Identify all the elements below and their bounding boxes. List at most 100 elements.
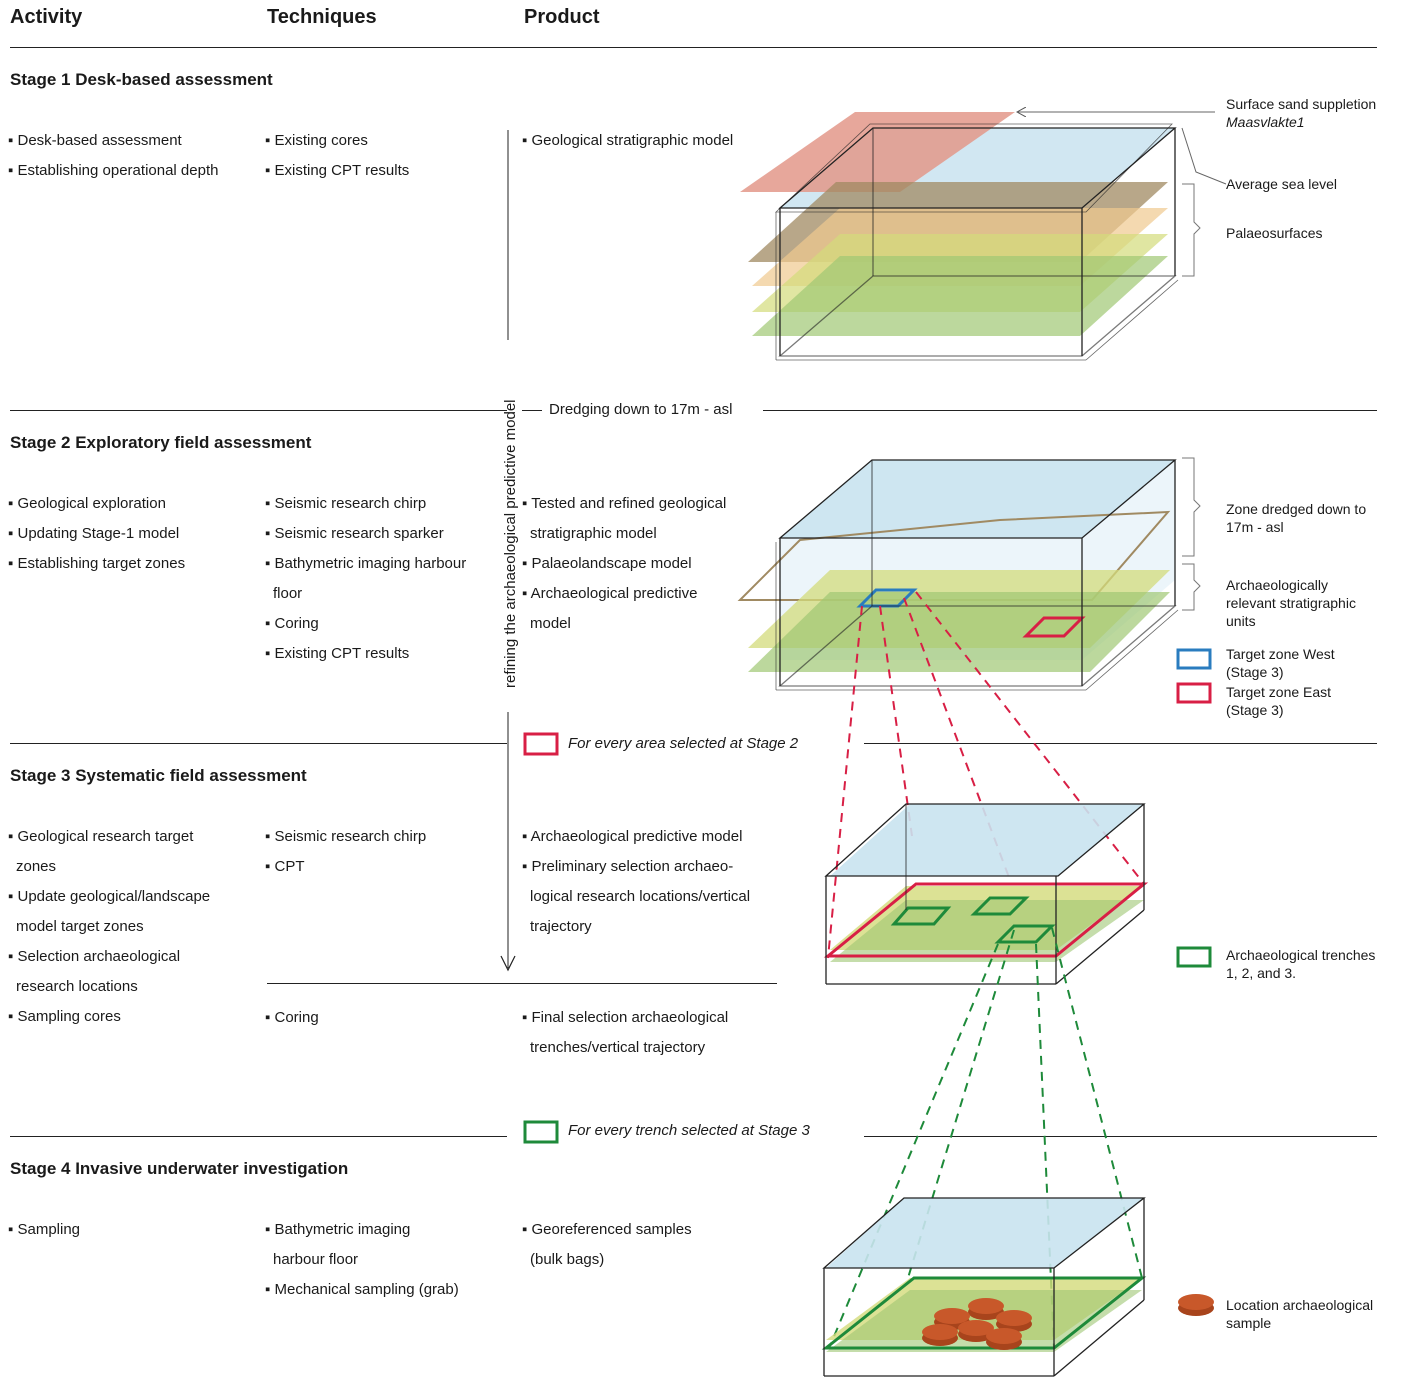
list-item: ▪ Seismic research sparker [265, 525, 444, 542]
stage1-product-list: ▪ Geological stratigraphic model [522, 126, 733, 156]
water-surface [826, 1198, 1144, 1268]
list-item: ▪ Mechanical sampling (grab) [265, 1281, 459, 1298]
divider-line [10, 743, 507, 744]
list-item: ▪ Seismic research chirp [265, 828, 427, 845]
water-surface [780, 460, 1175, 538]
divider-line [522, 410, 542, 411]
red-area-icon [523, 732, 559, 756]
legend-trenches: Archaeological trenches 1, 2, and 3. [1226, 947, 1376, 981]
sample-disc [996, 1310, 1032, 1332]
annot-zone-dredged: Zone dredged down to 17m - asl [1226, 501, 1367, 535]
list-item: model [530, 615, 571, 632]
sample-disc [922, 1324, 958, 1346]
pointer-sea-level [1181, 127, 1227, 185]
legend-blue-square-icon [1176, 648, 1212, 670]
trench-2 [970, 896, 1030, 916]
stage3-title: Stage 3 Systematic field assessment [10, 766, 307, 785]
legend-target-west: Target zone West (Stage 3) [1226, 646, 1335, 680]
list-item: ▪ Establishing target zones [8, 555, 186, 572]
list-item: trenches/vertical trajectory [530, 1039, 706, 1056]
stage2-title: Stage 2 Exploratory field assessment [10, 433, 312, 452]
list-item: ▪ Final selection archaeological [522, 1009, 729, 1026]
dredging-label: Dredging down to 17m - asl [549, 401, 733, 418]
list-item: ▪ Establishing operational depth [8, 162, 219, 179]
list-item: ▪ Existing CPT results [265, 162, 410, 179]
list-item: ▪ CPT [265, 858, 305, 875]
header-rule [10, 47, 1377, 48]
list-item: logical research locations/vertical [530, 888, 751, 905]
list-item: ▪ Tested and refined geological [522, 495, 727, 512]
block2-palaeolandscape-model [737, 459, 1179, 691]
every-area-label: For every area selected at Stage 2 [568, 735, 799, 752]
divider-line [864, 743, 1377, 744]
sample-disc [986, 1328, 1022, 1350]
sample-disc [968, 1298, 1004, 1320]
list-item: ▪ Palaeolandscape model [522, 555, 692, 572]
list-item: trajectory [530, 918, 592, 935]
sample-disc [958, 1320, 994, 1342]
stage4-activity-list: ▪ Sampling [8, 1215, 80, 1245]
divider-line [864, 1136, 1377, 1137]
list-item: ▪ Archaeological predictive model [522, 828, 743, 845]
stage3-sub-rule [267, 983, 777, 984]
list-item: ▪ Geological research target [8, 828, 194, 845]
brace-arch-units [1182, 563, 1201, 611]
list-item: stratigraphic model [530, 525, 657, 542]
stage4-product-list: ▪ Georeferenced samples (bulk bags) [522, 1215, 692, 1275]
legend-sample-disc-icon [1178, 1294, 1214, 1316]
list-item: ▪ Archaeological predictive [522, 585, 698, 602]
every-trench-label: For every trench selected at Stage 3 [568, 1122, 810, 1139]
trench-3 [994, 924, 1056, 944]
list-item: ▪ Georeferenced samples [522, 1221, 692, 1238]
divider-line [763, 410, 1377, 411]
list-item: ▪ Updating Stage-1 model [8, 525, 180, 542]
block1-stratigraphic-model [740, 112, 1179, 361]
stage3-activity-list: ▪ Geological research target zones ▪ Upd… [8, 822, 210, 1032]
header-techniques: Techniques [267, 6, 377, 28]
unit-green [830, 900, 1144, 962]
list-item: ▪ Bathymetric imaging [265, 1221, 411, 1238]
list-item: ▪ Coring [265, 615, 319, 632]
list-item: ▪ Bathymetric imaging harbour [265, 555, 467, 572]
list-item: (bulk bags) [530, 1251, 605, 1268]
annot-palaeosurfaces: Palaeosurfaces [1226, 225, 1323, 241]
legend-red-square-icon [1176, 682, 1212, 704]
stage3-techniques2-list: ▪ Coring [265, 1003, 319, 1033]
water-surface [830, 804, 1144, 876]
stage3-product2-list: ▪ Final selection archaeological trenche… [522, 1003, 728, 1063]
stage4-title: Stage 4 Invasive underwater investigatio… [10, 1159, 349, 1178]
list-item: ▪ Geological exploration [8, 495, 166, 512]
list-item: ▪ Existing CPT results [265, 645, 410, 662]
list-item: ▪ Sampling cores [8, 1008, 121, 1025]
annot-sea-level: Average sea level [1226, 176, 1338, 192]
legend-target-east: Target zone East (Stage 3) [1226, 684, 1332, 718]
block3-trench-selection [823, 803, 1149, 985]
list-item: ▪ Coring [265, 1009, 319, 1026]
list-item: ▪ Seismic research chirp [265, 495, 427, 512]
stage2-activity-list: ▪ Geological exploration ▪ Updating Stag… [8, 489, 185, 579]
annot-surface-sand: Surface sand suppletion [1226, 96, 1377, 112]
stage4-techniques-list: ▪ Bathymetric imaging harbour floor ▪ Me… [265, 1215, 459, 1305]
stage1-activity-list: ▪ Desk-based assessment ▪ Establishing o… [8, 126, 218, 186]
header-activity: Activity [10, 6, 83, 28]
legend-green-square-icon [1176, 946, 1212, 968]
brace-zone-dredged [1182, 457, 1201, 557]
annot-maasvlakte: Maasvlakte1 [1226, 114, 1305, 130]
list-item: ▪ Desk-based assessment [8, 132, 182, 149]
annot-arch-relevant: Archaeologically relevant stratigraphic … [1226, 577, 1356, 629]
stage1-techniques-list: ▪ Existing cores ▪ Existing CPT results [265, 126, 409, 186]
trench-1 [890, 906, 952, 926]
list-item: zones [16, 858, 57, 875]
unit-green [748, 592, 1170, 672]
list-item: ▪ Update geological/landscape [8, 888, 211, 905]
list-item: model target zones [16, 918, 144, 935]
sample-discs [922, 1298, 1032, 1350]
legend-sample-location: Location archaeological sample [1226, 1297, 1374, 1331]
list-item: ▪ Preliminary selection archaeo- [522, 858, 734, 875]
trench-outline [821, 1276, 1147, 1350]
divider-line [10, 1136, 507, 1137]
list-item: harbour floor [273, 1251, 359, 1268]
brace-palaeosurfaces [1182, 183, 1201, 277]
list-item: floor [273, 585, 303, 602]
